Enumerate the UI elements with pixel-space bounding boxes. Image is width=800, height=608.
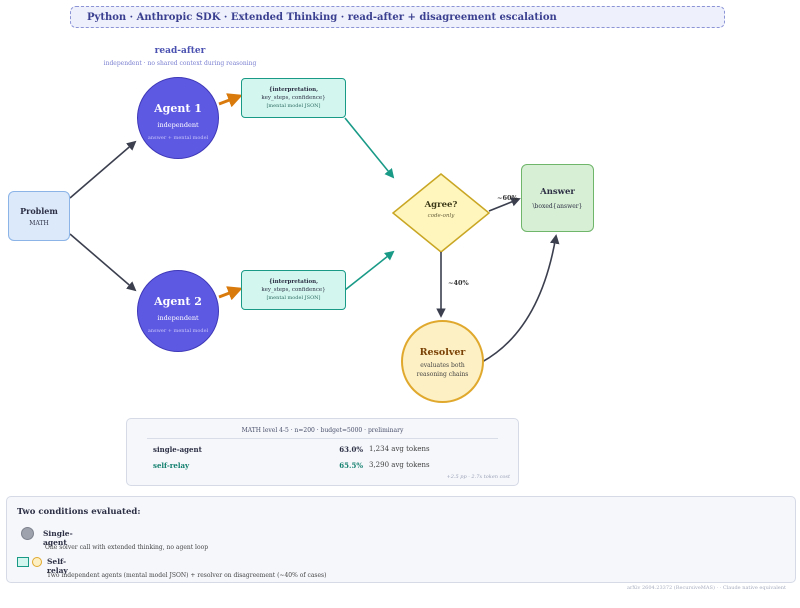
agent-1-meta: answer + mental model [147, 135, 209, 141]
read-after-subtitle: independent · no shared context during r… [103, 60, 257, 67]
self-relay-card-swatch-icon [17, 557, 29, 567]
agent-1-title: Agent 1 [154, 102, 202, 115]
results-row-tokens: 3,290 avg tokens [369, 461, 430, 469]
results-row-value: 63.0% [339, 445, 363, 454]
agree-label: Agree? code-only [405, 200, 477, 219]
agent-2-subtitle: independent [157, 314, 199, 322]
answer-title: Answer [540, 187, 575, 197]
results-row-tokens: 1,234 avg tokens [369, 445, 430, 453]
self-relay-resolver-swatch-icon [32, 557, 42, 567]
answer-node: Answer \boxed{answer} [521, 164, 594, 232]
agree-title: Agree? [424, 200, 458, 210]
edge-card2-agree [344, 250, 395, 291]
agent-2-title: Agent 2 [154, 295, 202, 308]
problem-subtitle: MATH [29, 220, 49, 227]
card-2-line-3: [mental model JSON] [266, 295, 321, 301]
conditions-panel: Two conditions evaluated: Single-agent O… [6, 496, 796, 583]
results-footer: +2.5 pp · 2.7x token cost [446, 474, 510, 480]
footnote: arXiv 2604.23372 (RecursiveMAS) · · Clau… [627, 585, 786, 591]
conditions-heading: Two conditions evaluated: [17, 507, 141, 517]
results-row-name: single-agent [153, 445, 202, 454]
problem-node: Problem MATH [8, 191, 70, 241]
agree-subtitle: code-only [427, 213, 455, 219]
condition-name: Self-relay [47, 557, 68, 575]
resolver-title: Resolver [419, 347, 466, 358]
agree-percent-label: ~60% [497, 194, 518, 202]
edge-agent2-card2 [218, 286, 243, 301]
disagree-percent-label: ~40% [448, 279, 469, 287]
results-panel: MATH level 4-5 · n=200 · budget=5000 · p… [126, 418, 519, 486]
agent-2-meta: answer + mental model [147, 328, 209, 334]
edge-card1-agree [344, 117, 395, 179]
edge-agent1-card1 [218, 93, 243, 108]
results-header: MATH level 4-5 · n=200 · budget=5000 · p… [241, 427, 404, 434]
condition-description: Two independent agents (mental model JSO… [47, 572, 327, 579]
agent-2-node: Agent 2 independent answer + mental mode… [137, 270, 219, 352]
problem-title: Problem [20, 206, 58, 216]
card-2-line-2: key_steps, confidence} [261, 287, 326, 293]
mental-model-card-2: {interpretation, key_steps, confidence} … [241, 270, 346, 310]
card-2-line-1: {interpretation, [268, 279, 319, 285]
card-1-line-1: {interpretation, [268, 87, 319, 93]
card-1-line-2: key_steps, confidence} [261, 95, 326, 101]
edge-resolver-answer [481, 234, 560, 363]
mental-model-card-1: {interpretation, key_steps, confidence} … [241, 78, 346, 118]
page-title: Python · Anthropic SDK · Extended Thinki… [70, 6, 725, 28]
results-divider [147, 438, 498, 439]
condition-description: One solver call with extended thinking, … [45, 544, 209, 551]
edge-problem-agent2 [69, 233, 137, 292]
card-1-line-3: [mental model JSON] [266, 103, 321, 109]
results-row-value: 65.5% [339, 461, 363, 470]
single-agent-swatch-icon [21, 527, 34, 540]
condition-name: Single-agent [43, 529, 73, 547]
agent-1-subtitle: independent [157, 121, 199, 129]
read-after-title: read-after [154, 46, 206, 56]
agent-1-node: Agent 1 independent answer + mental mode… [137, 77, 219, 159]
answer-subtitle: \boxed{answer} [532, 203, 583, 210]
results-row-name: self-relay [153, 461, 190, 470]
resolver-line-1: evaluates both [420, 362, 465, 369]
resolver-node: Resolver evaluates both reasoning chains [401, 320, 484, 403]
resolver-line-2: reasoning chains [416, 371, 469, 378]
edge-problem-agent1 [69, 140, 137, 199]
edge-agree-answer [488, 197, 521, 212]
